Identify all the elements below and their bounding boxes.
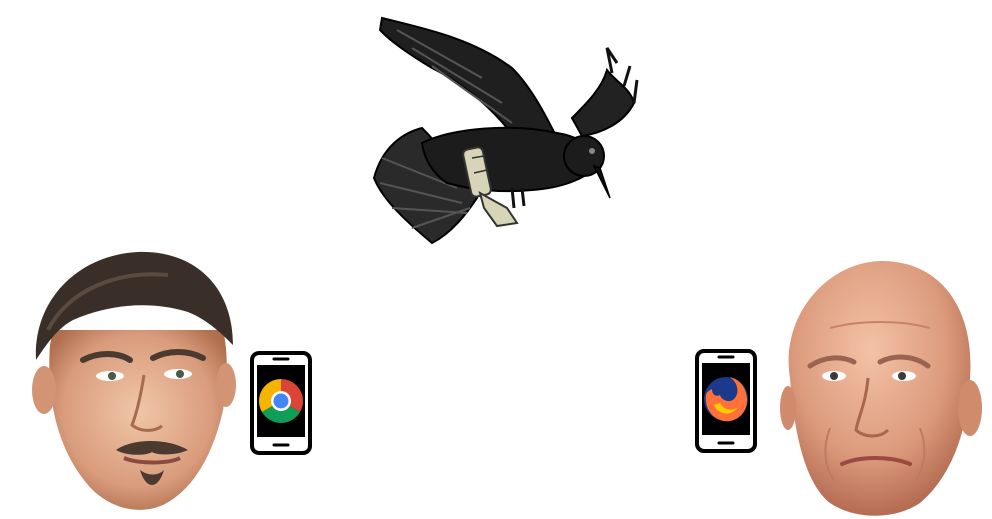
scroll-icon <box>462 146 519 228</box>
bearded-man-face <box>32 251 236 510</box>
smartphone-icon <box>250 351 312 455</box>
chrome-browser-icon <box>259 379 303 423</box>
bald-man-face <box>780 260 982 516</box>
raven-with-scroll-icon <box>372 16 639 245</box>
smartphone-icon <box>695 349 757 453</box>
firefox-browser-icon <box>704 377 748 422</box>
